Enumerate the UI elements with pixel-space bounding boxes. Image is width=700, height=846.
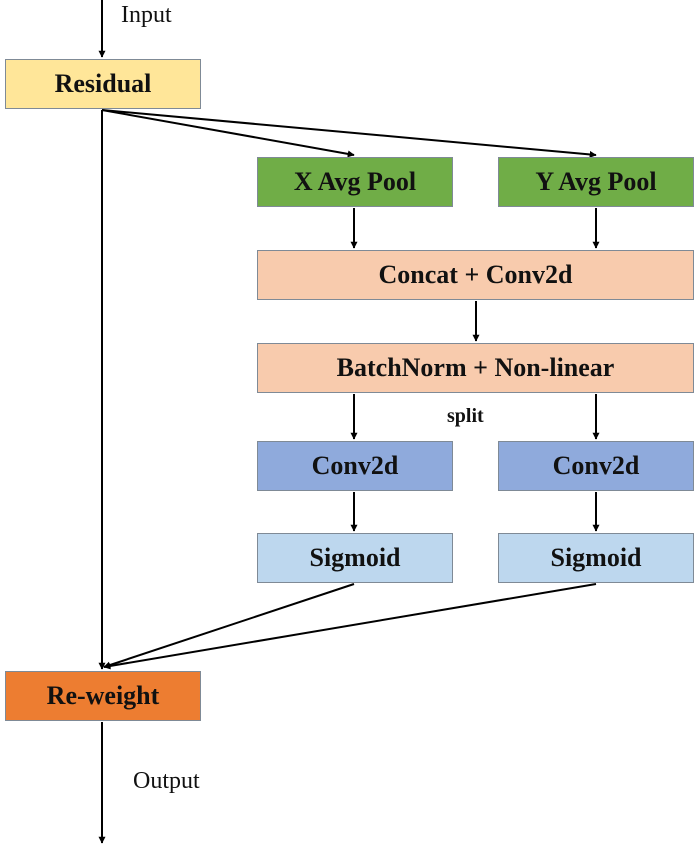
arrow-sig-right-reweight <box>103 583 597 670</box>
batchnorm-nonlinear-block: BatchNorm + Non-linear <box>257 343 694 393</box>
arrow-sig-left-reweight <box>103 583 355 669</box>
split-label: split <box>447 405 484 427</box>
output-label: Output <box>133 768 200 794</box>
sigmoid-right-block: Sigmoid <box>498 533 694 583</box>
conv2d-left-block: Conv2d <box>257 441 453 491</box>
arrow-residual-xpool <box>101 109 355 158</box>
y-avg-pool-block: Y Avg Pool <box>498 157 694 207</box>
conv2d-right-block: Conv2d <box>498 441 694 491</box>
arrow-residual-ypool <box>101 109 597 158</box>
concat-conv2d-block: Concat + Conv2d <box>257 250 694 300</box>
sigmoid-left-block: Sigmoid <box>257 533 453 583</box>
input-label: Input <box>121 2 172 28</box>
x-avg-pool-block: X Avg Pool <box>257 157 453 207</box>
residual-block: Residual <box>5 59 201 109</box>
reweight-block: Re-weight <box>5 671 201 721</box>
